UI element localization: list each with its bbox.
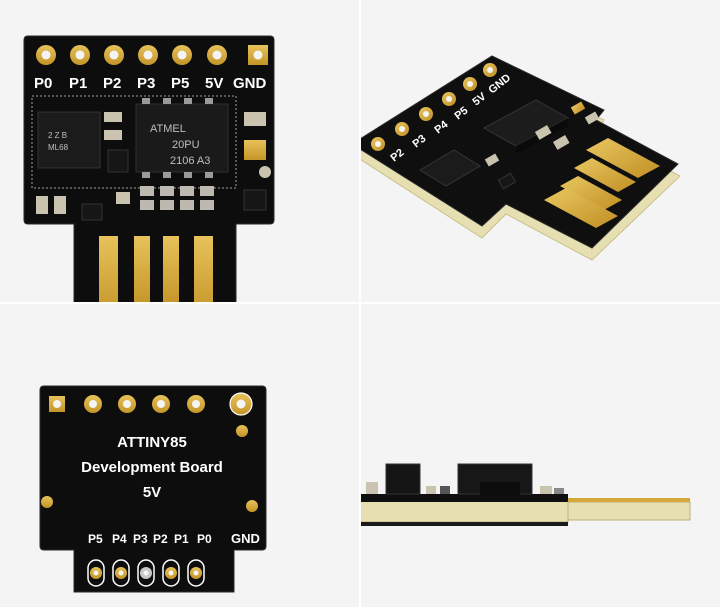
- angled-usb-contacts: [544, 138, 660, 228]
- passive-components: [36, 112, 271, 221]
- back-pin-label-p0: P0: [197, 532, 212, 546]
- front-pin-label-p2: P2: [103, 75, 121, 92]
- panel-divider-horizontal: [0, 302, 720, 304]
- front-pin-label-gnd: GND: [233, 75, 267, 92]
- front-pin-row: [36, 45, 268, 65]
- attiny85-chip: ATMEL 20PU 2106 A3: [135, 98, 229, 178]
- chip-marking-line1: ATMEL: [150, 123, 186, 135]
- side-board-svg: [360, 463, 691, 526]
- front-view-photo: P0 P1 P2 P3 P5 5V GND 2 Z B ML68 ATMEL 2…: [0, 0, 360, 303]
- angled-components: [419, 99, 600, 190]
- usb-contacts: [99, 236, 213, 303]
- front-pin-label-p5: P5: [171, 75, 189, 92]
- svg-text:2 Z B: 2 Z B: [48, 131, 67, 140]
- front-pin-label-p1: P1: [69, 75, 87, 92]
- board-title-line3: 5V: [143, 484, 161, 501]
- usb-chip: 2 Z B ML68: [37, 111, 101, 169]
- back-gnd-label: GND: [231, 531, 260, 546]
- back-pin-label-p3: P3: [133, 532, 148, 546]
- chip-marking-line2: 20PU: [172, 139, 200, 151]
- side-pcb-substrate: [360, 499, 569, 523]
- back-pin-label-p4: P4: [112, 532, 127, 546]
- front-pin-label-5v: 5V: [205, 75, 223, 92]
- back-pin-label-p2: P2: [153, 532, 168, 546]
- angled-board-svg: P2 P3 P4 P5 5V GND: [360, 55, 681, 261]
- front-pin-label-p3: P3: [137, 75, 155, 92]
- back-view-photo: ATTINY85 Development Board 5V P5 P4 P3 P…: [0, 304, 360, 607]
- pcb-back: [39, 385, 267, 593]
- solder-pads: [140, 186, 214, 210]
- back-board-svg: ATTINY85 Development Board 5V P5 P4 P3 P…: [39, 385, 267, 593]
- angled-view-photo: P2 P3 P4 P5 5V GND: [360, 0, 720, 303]
- back-pin-label-p1: P1: [174, 532, 189, 546]
- back-pin-label-p5: P5: [88, 532, 103, 546]
- side-usb-tongue: [567, 501, 691, 521]
- side-components: [366, 463, 564, 496]
- board-title-line2: Development Board: [81, 459, 223, 476]
- front-board-svg: P0 P1 P2 P3 P5 5V GND 2 Z B ML68 ATMEL 2…: [23, 35, 275, 303]
- side-view-photo: [360, 304, 720, 607]
- angled-pin-row: [371, 63, 497, 151]
- svg-text:ML68: ML68: [48, 143, 69, 152]
- back-bottom-pads: [87, 559, 205, 587]
- board-title-line1: ATTINY85: [117, 434, 187, 451]
- front-pin-label-p0: P0: [34, 75, 52, 92]
- chip-marking-line3: 2106 A3: [170, 155, 210, 167]
- back-top-pads: [41, 392, 258, 512]
